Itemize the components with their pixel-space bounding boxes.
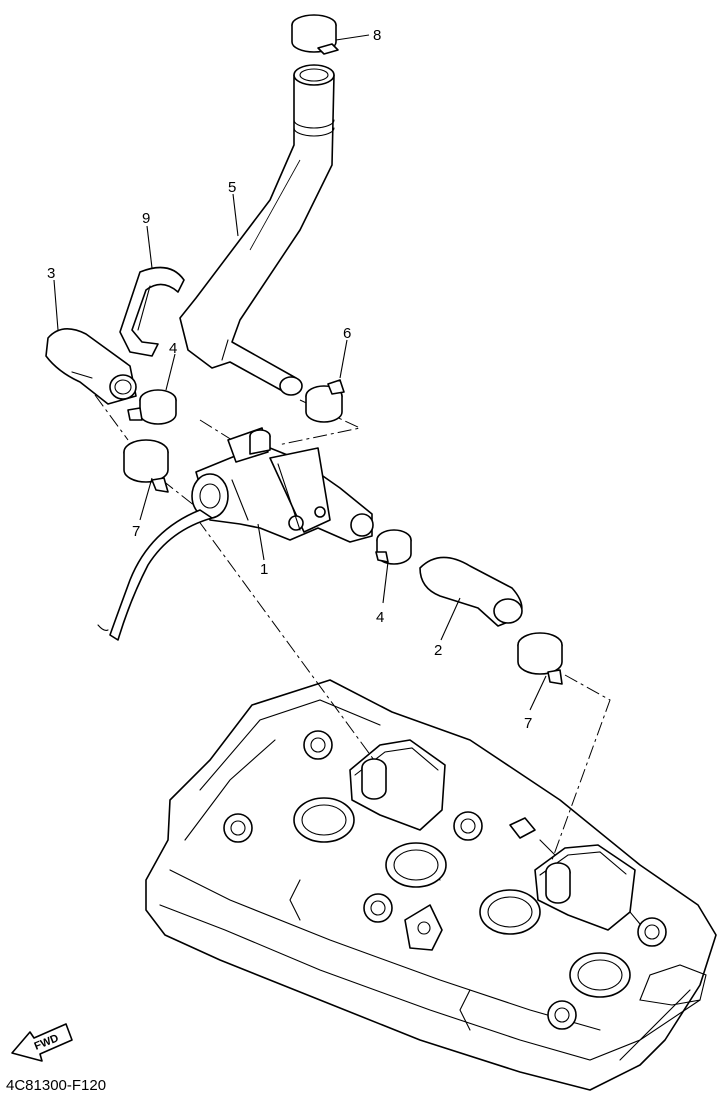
- callout-7-left: 7: [132, 523, 140, 540]
- callout-8: 8: [373, 27, 381, 44]
- bolt-hole: [453, 811, 483, 841]
- callout-4-upper: 4: [169, 340, 177, 357]
- air-induction-valve-1: [191, 427, 374, 543]
- air-hose-3: [45, 328, 137, 405]
- callout-5: 5: [228, 179, 236, 196]
- cover-boss: [404, 904, 443, 951]
- cylinder-head-cover: [145, 679, 717, 1091]
- figure-code: 4C81300-F120: [6, 1077, 106, 1094]
- callout-4-lower: 4: [376, 609, 384, 626]
- hose-clamp-8: [291, 14, 339, 55]
- leader-lines: [53, 34, 547, 711]
- hose-clamp-4-lower: [375, 529, 412, 565]
- spark-plug-well-2: [385, 842, 447, 888]
- assembly-centerlines: [94, 394, 611, 861]
- callout-7-right: 7: [524, 715, 532, 732]
- forward-arrow-icon: FWD: [11, 1023, 73, 1062]
- hose-clamp-7-right: [517, 632, 563, 685]
- callout-2: 2: [434, 642, 442, 659]
- wire-harness: [97, 509, 213, 641]
- spark-plug-well-1: [293, 797, 355, 843]
- callout-1: 1: [260, 561, 268, 578]
- bolt-hole: [223, 813, 253, 843]
- reed-valve-cover-1: [349, 739, 446, 831]
- spark-plug-well-4: [569, 952, 631, 998]
- callout-9: 9: [142, 210, 150, 227]
- hose-clamp-4-upper: [127, 389, 177, 425]
- bolt-hole: [363, 893, 393, 923]
- hose-clamp-9: [119, 266, 185, 357]
- callout-numbers: 8 5 9 3 4 6 7 1 4 2 7: [47, 27, 532, 732]
- bolt-hole: [303, 730, 333, 760]
- callout-6: 6: [343, 325, 351, 342]
- callout-3: 3: [47, 265, 55, 282]
- spark-plug-well-3: [479, 889, 541, 935]
- bolt-hole: [547, 1000, 577, 1030]
- air-hose-5: [179, 64, 335, 396]
- air-hose-2: [419, 556, 523, 627]
- hose-clamp-6: [305, 379, 345, 423]
- reed-valve-cover-2: [534, 844, 636, 931]
- bolt-hole: [637, 917, 667, 947]
- hose-clamp-7-left: [123, 439, 169, 493]
